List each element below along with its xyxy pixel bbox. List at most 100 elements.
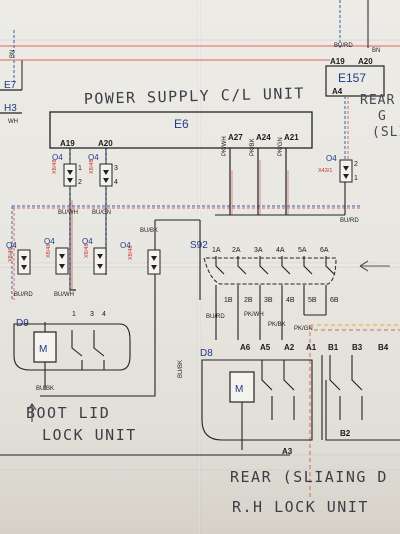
o4-connector-right: O4 X43/1 2 1 BU/RD bbox=[318, 154, 359, 224]
paper-fold-vertical bbox=[197, 0, 201, 534]
e6-pin-a24: A24 bbox=[256, 133, 271, 142]
red-trace-top bbox=[0, 45, 400, 61]
e157-label: E157 bbox=[338, 71, 366, 85]
svg-text:2A: 2A bbox=[232, 247, 241, 254]
d8-motor-m: M bbox=[235, 384, 243, 395]
o4-e: O4 bbox=[82, 237, 93, 246]
svg-text:A6: A6 bbox=[240, 343, 251, 352]
svg-text:2B: 2B bbox=[244, 297, 253, 304]
hand-rear-top3: (SLI bbox=[372, 125, 400, 140]
s92-switch: S92 1A 2A 3A 4A 5A 6A 1B 2B 3B 4B 5B bbox=[190, 240, 390, 340]
hand-rear-top: REAR bbox=[360, 93, 395, 108]
o4-right-pin1: 1 bbox=[354, 175, 358, 182]
wire-burd-s92: BU/RD bbox=[206, 314, 225, 320]
o4-b-ref: X8/48 bbox=[89, 160, 95, 174]
svg-text:4B: 4B bbox=[286, 297, 295, 304]
svg-text:B3: B3 bbox=[352, 343, 363, 352]
e157-pin-a4: A4 bbox=[332, 87, 343, 96]
wire-burd-lower: BU/RD bbox=[14, 292, 33, 298]
o4-connectors-upper: O4 X8/48 1 2 O4 X8/48 3 4 bbox=[52, 153, 118, 187]
s92-bottom-pins: 1B 2B 3B 4B 5B 6B bbox=[224, 297, 339, 304]
hand-rear-top2: G bbox=[378, 109, 387, 124]
s92-label: S92 bbox=[190, 240, 208, 251]
o4-f: O4 bbox=[120, 241, 131, 250]
e6-pin-a20: A20 bbox=[98, 139, 113, 148]
wire-burd-right: BU/RD bbox=[340, 218, 359, 224]
h3-label: H3 bbox=[4, 103, 17, 114]
svg-text:4A: 4A bbox=[276, 247, 285, 254]
d9-pin1: 1 bbox=[72, 311, 76, 318]
e6-unit: E6 A19 A20 A27 A24 A21 bbox=[49, 111, 313, 149]
e157-wire-burd: BU/RD bbox=[334, 43, 353, 49]
wire-buwh-1: BU/WH bbox=[58, 210, 78, 216]
e157-block: BU/RD BN A19 A20 E157 A4 bbox=[325, 0, 385, 160]
wire-bubk-d8: BU/BK bbox=[178, 360, 184, 378]
o4-f-ref: X8/48 bbox=[128, 246, 134, 260]
e6-pin-a21: A21 bbox=[284, 133, 299, 142]
e7-wire-bn: BN bbox=[10, 50, 16, 58]
svg-text:5A: 5A bbox=[298, 247, 307, 254]
o4-a: O4 bbox=[52, 153, 63, 162]
d9-pin4: 4 bbox=[102, 311, 106, 318]
e7-label: E7 bbox=[4, 80, 17, 91]
svg-text:B2: B2 bbox=[340, 429, 351, 438]
o4-right-ref: X43/1 bbox=[318, 168, 332, 174]
svg-text:A1: A1 bbox=[306, 343, 317, 352]
e6-label: E6 bbox=[174, 117, 189, 131]
o4-c: O4 bbox=[6, 241, 17, 250]
svg-text:A5: A5 bbox=[260, 343, 271, 352]
d9-motor-m: M bbox=[39, 344, 47, 355]
wire-pkbk-s92: PK/BK bbox=[268, 322, 286, 328]
o4-right: O4 bbox=[326, 154, 337, 163]
o4-a-ref: X8/48 bbox=[52, 160, 58, 174]
o4-a-pin1: 1 bbox=[78, 165, 82, 172]
hand-boot-line1: BOOT LID bbox=[26, 404, 110, 422]
e157-pin-a20: A20 bbox=[358, 57, 373, 66]
bus-lines bbox=[11, 148, 360, 397]
svg-text:5B: 5B bbox=[308, 297, 317, 304]
svg-text:6A: 6A bbox=[320, 247, 329, 254]
o4-c-ref: X8/48 bbox=[8, 248, 14, 262]
o4-connectors-lower: O4 X8/48 O4 X8/48 O4 X8/48 O4 X8/48 BU/B… bbox=[6, 228, 161, 275]
hand-rear-line1: REAR (SLIAING D bbox=[230, 468, 388, 486]
svg-text:A3: A3 bbox=[282, 447, 293, 456]
hand-rear-line2: R.H LOCK UNIT bbox=[232, 498, 369, 516]
wire-bubk-upper: BU/BK bbox=[140, 228, 158, 234]
wire-bugn-1: BU/GN bbox=[92, 210, 111, 216]
wire-pkbk: PK/BK bbox=[250, 138, 256, 156]
wire-pkgn: PK/GN bbox=[278, 137, 284, 156]
d9-pin3: 3 bbox=[90, 311, 94, 318]
wire-pkgn-s92: PK/GN bbox=[294, 326, 313, 332]
e7-block: E7 BN H3 WH bbox=[0, 30, 23, 125]
d8-unit: D8 BU/BK A6 A5 A2 A1 B1 B3 B4 M A3 B2 bbox=[0, 343, 400, 456]
svg-text:1B: 1B bbox=[224, 297, 233, 304]
o4-b-pin3: 3 bbox=[114, 165, 118, 172]
svg-text:6B: 6B bbox=[330, 297, 339, 304]
wire-pkwh: PK/WH bbox=[222, 136, 228, 156]
o4-d: O4 bbox=[44, 237, 55, 246]
svg-text:A2: A2 bbox=[284, 343, 295, 352]
o4-right-pin2: 2 bbox=[354, 161, 358, 168]
e6-pin-a27: A27 bbox=[228, 133, 243, 142]
wire-pkwh-s92: PK/WH bbox=[244, 312, 264, 318]
svg-text:B4: B4 bbox=[378, 343, 389, 352]
h3-wire-wh: WH bbox=[8, 119, 18, 125]
e157-pin-a19: A19 bbox=[330, 57, 345, 66]
svg-text:B1: B1 bbox=[328, 343, 339, 352]
o4-e-ref: X8/48 bbox=[84, 244, 90, 258]
svg-text:1A: 1A bbox=[212, 247, 221, 254]
e6-pin-a19: A19 bbox=[60, 139, 75, 148]
wire-buwh-lower: BU/WH bbox=[54, 292, 74, 298]
e157-wire-bn: BN bbox=[372, 48, 380, 54]
svg-text:3B: 3B bbox=[264, 297, 273, 304]
o4-d-ref: X8/48 bbox=[46, 244, 52, 258]
d9-unit: D9 M BU/BK bbox=[13, 318, 131, 392]
o4-b: O4 bbox=[88, 153, 99, 162]
s92-top-pins: 1A 2A 3A 4A 5A 6A bbox=[212, 247, 329, 254]
o4-a-pin2: 2 bbox=[78, 179, 82, 186]
hand-boot-line2: LOCK UNIT bbox=[42, 426, 137, 444]
wire-bubk-d9: BU/BK bbox=[36, 386, 54, 392]
hand-title: POWER SUPPLY C/L UNIT bbox=[84, 84, 306, 108]
